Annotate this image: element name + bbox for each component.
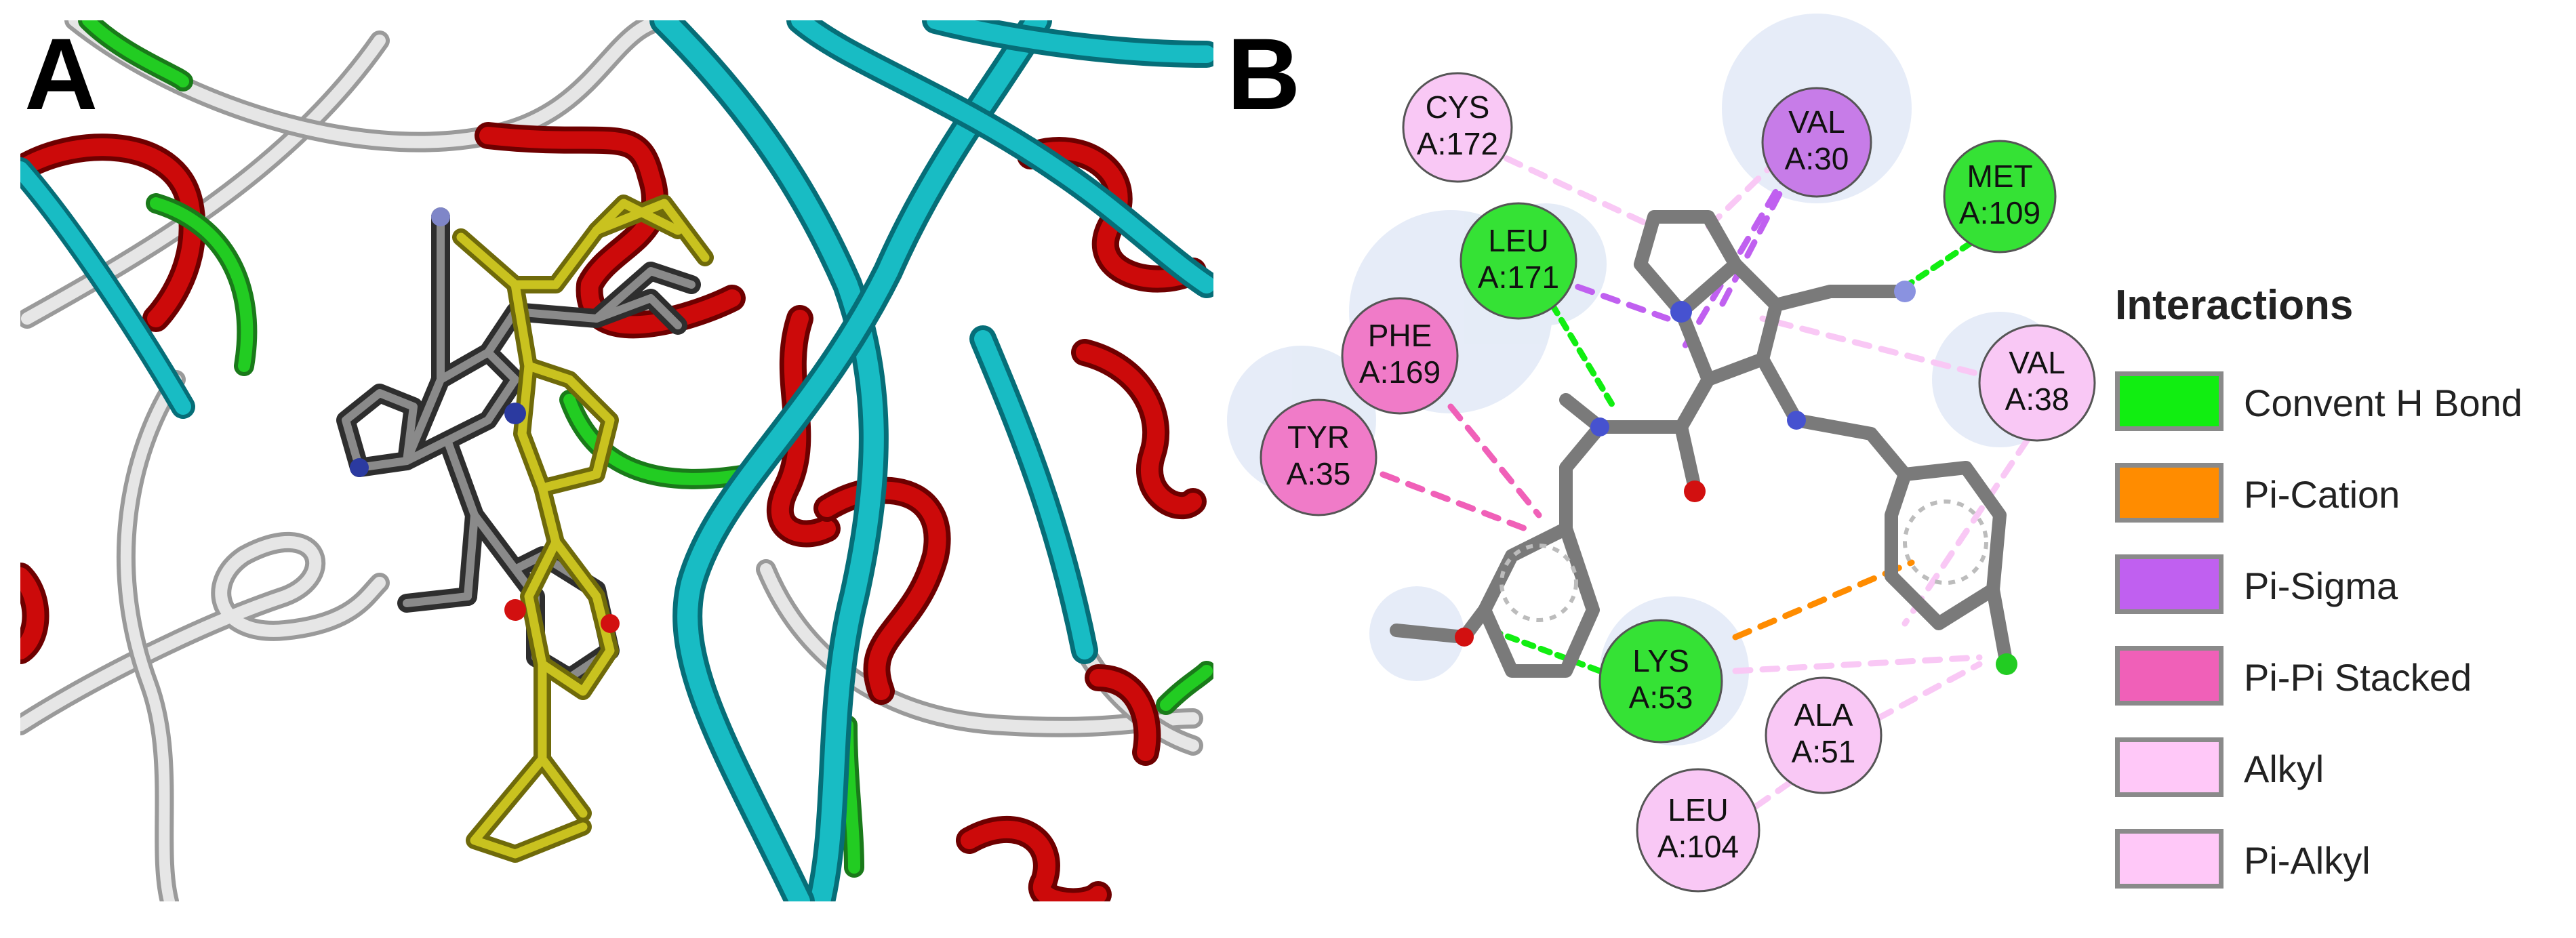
interaction-line-hbond [1549, 302, 1617, 410]
nitrogen-atom [1670, 301, 1692, 323]
residue-val38: VAL A:38 [1978, 324, 2096, 442]
interaction-line-alkyl [1732, 654, 1983, 674]
residue-name: LEU [1488, 223, 1548, 258]
nitrogen-atom [1590, 417, 1609, 436]
protein-loop-grey [120, 374, 182, 901]
protein-turn-green [150, 197, 254, 372]
protein-helix-red [961, 820, 1107, 901]
legend-title: Interactions [2115, 282, 2354, 329]
residue-tyr35: TYR A:35 [1260, 399, 1377, 516]
residue-position: A:171 [1478, 260, 1559, 295]
protein-strand-cyan [791, 20, 1213, 293]
legend-label: Pi-Pi Stacked [2244, 656, 2472, 699]
residue-lys53: LYS A:53 [1598, 619, 1723, 743]
residue-leu171: LEU A:171 [1460, 202, 1577, 320]
interaction-line-alkyl [1874, 661, 1983, 722]
legend-label: Pi-Sigma [2244, 565, 2398, 607]
residue-phe169: PHE A:169 [1341, 297, 1459, 415]
nitrogen-atom [504, 403, 526, 424]
oxygen-atom [1684, 481, 1706, 502]
residue-met109: MET A:109 [1943, 140, 2057, 253]
protein-turn-green [563, 394, 752, 485]
residue-name: VAL [1788, 104, 1845, 140]
nitrogen-atom [1894, 281, 1916, 302]
interaction-line-pi-cation [1732, 559, 1915, 640]
protein-helix-red [1089, 669, 1156, 761]
residue-position: A:51 [1792, 734, 1856, 769]
residue-name: CYS [1426, 89, 1490, 125]
protein-helix-red [20, 138, 201, 327]
protein-turn-green [82, 20, 189, 87]
ligand-2d-structure [1390, 210, 2013, 678]
legend-item-pi-cation: Pi-Cation [2115, 463, 2562, 531]
protein-helix-red [771, 310, 836, 543]
panel-a-letter: A [24, 17, 98, 131]
legend-swatch [2115, 463, 2223, 523]
interaction-line-pi-pi [1447, 403, 1542, 518]
legend-item-pi-sigma: Pi-Sigma [2115, 554, 2562, 622]
legend-swatch [2115, 737, 2223, 797]
oxygen-atom [1455, 628, 1474, 647]
residue-ala51: ALA A:51 [1765, 676, 1883, 794]
nitrogen-atom [350, 458, 369, 477]
protein-strand-cyan [20, 161, 191, 415]
legend-label: Pi-Cation [2244, 473, 2400, 516]
legend-item-pi-pi-stacked: Pi-Pi Stacked [2115, 646, 2562, 714]
legend-item-pi-alkyl: Pi-Alkyl [2115, 829, 2562, 897]
legend-swatch [2115, 554, 2223, 614]
residue-name: ALA [1794, 697, 1853, 733]
residue-name: LEU [1668, 792, 1728, 828]
residue-position: A:30 [1785, 141, 1849, 176]
legend-item-h-bond: Convent H Bond [2115, 371, 2562, 439]
residue-val30: VAL A:30 [1761, 87, 1872, 198]
residue-position: A:38 [2005, 382, 2070, 417]
residue-name: TYR [1287, 420, 1350, 455]
interaction-line-pi-sigma [1549, 274, 1671, 322]
interaction-line-pi-pi [1380, 471, 1529, 532]
residue-position: A:53 [1629, 680, 1693, 715]
nitrogen-atom [431, 207, 450, 226]
interaction-line-alkyl [1901, 437, 2030, 627]
residue-cys172: CYS A:172 [1402, 72, 1513, 183]
residue-position: A:104 [1657, 829, 1739, 864]
residue-name: VAL [2009, 345, 2066, 380]
residue-position: A:172 [1417, 126, 1498, 161]
residue-name: PHE [1368, 318, 1432, 353]
protein-helix-red [479, 127, 741, 334]
protein-strand-cyan [677, 20, 1047, 901]
protein-helix-red [20, 567, 45, 659]
protein-loop-grey [21, 35, 386, 325]
protein-loop-grey [20, 535, 386, 731]
oxygen-atom [504, 599, 526, 621]
residue-leu104: LEU A:104 [1636, 768, 1760, 893]
legend-item-alkyl: Alkyl [2115, 737, 2562, 805]
legend-swatch [2115, 371, 2223, 431]
oxygen-atom [601, 614, 620, 633]
protein-helix-red [1076, 344, 1202, 515]
legend-swatch [2115, 646, 2223, 706]
residue-position: A:169 [1359, 354, 1441, 390]
legend-swatch [2115, 829, 2223, 889]
residue-position: A:109 [1959, 195, 2040, 230]
nitrogen-atom [1787, 411, 1806, 430]
chlorine-atom [1996, 653, 2017, 675]
residue-position: A:35 [1287, 456, 1351, 491]
legend-label: Pi-Alkyl [2244, 839, 2371, 882]
legend-label: Convent H Bond [2244, 382, 2522, 424]
legend-label: Alkyl [2244, 748, 2325, 790]
residue-name: LYS [1632, 643, 1689, 678]
residue-name: MET [1967, 159, 2032, 194]
protein-strand-cyan [974, 330, 1093, 659]
protein-strand-cyan [927, 20, 1213, 63]
interaction-line-hbond [1488, 627, 1603, 674]
panel-b-letter: B [1227, 17, 1301, 131]
interaction-line-alkyl [1759, 315, 2030, 390]
protein-strand-cyan [654, 20, 884, 901]
protein-turn-green [1160, 665, 1213, 711]
